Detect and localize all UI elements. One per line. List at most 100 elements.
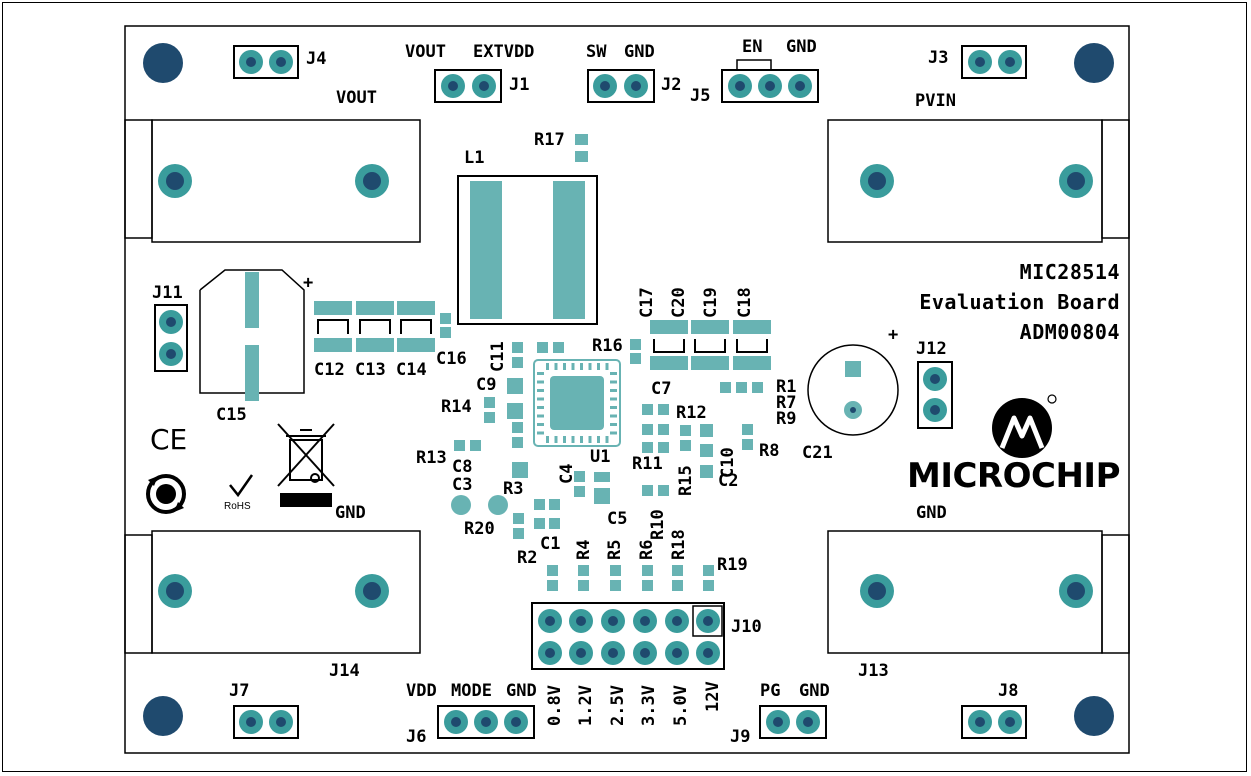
u1-pin bbox=[571, 363, 575, 370]
label-c12: C12 bbox=[314, 360, 345, 380]
u1-pin bbox=[580, 363, 583, 370]
label-c10: C10 bbox=[718, 447, 738, 478]
u1-pin bbox=[610, 389, 617, 392]
vout-select-3v3: 3.3V bbox=[639, 685, 659, 726]
capacitor-c15 bbox=[199, 269, 305, 401]
label-r3: R3 bbox=[503, 479, 523, 499]
label-j13: J13 bbox=[858, 661, 889, 681]
label-r11: R11 bbox=[632, 454, 663, 474]
label-j7: J7 bbox=[229, 681, 249, 701]
label-gnd-left: GND bbox=[335, 503, 366, 523]
u1-pin bbox=[605, 436, 609, 443]
u1-pin bbox=[537, 389, 544, 392]
vout-select-12v: 12V bbox=[703, 681, 723, 712]
label-c20: C20 bbox=[669, 287, 689, 318]
label-r2: R2 bbox=[517, 548, 537, 568]
u1-pin bbox=[610, 431, 617, 435]
label-vout-terminal: VOUT bbox=[336, 88, 377, 108]
label-c9: C9 bbox=[476, 375, 496, 395]
label-r20: R20 bbox=[464, 519, 495, 539]
u1-pin bbox=[597, 436, 600, 443]
header-j8 bbox=[961, 705, 1027, 739]
header-j10 bbox=[531, 602, 725, 670]
label-j3: J3 bbox=[928, 48, 948, 68]
label-r18: R18 bbox=[669, 529, 689, 560]
u1-pin bbox=[580, 436, 583, 443]
label-u1: U1 bbox=[590, 447, 610, 467]
terminal-vout bbox=[124, 119, 421, 243]
plus-c15: + bbox=[303, 273, 313, 293]
label-r16: R16 bbox=[592, 336, 623, 356]
microchip-wordmark: MICROCHIP bbox=[907, 456, 1120, 496]
u1-pin bbox=[588, 363, 592, 370]
label-c5: C5 bbox=[607, 509, 627, 529]
label-c2: C2 bbox=[718, 471, 738, 491]
label-c14: C14 bbox=[396, 360, 427, 380]
u1-pin bbox=[537, 406, 544, 409]
u1-pin bbox=[537, 414, 544, 418]
capacitor-bank-c18-c20 bbox=[650, 320, 771, 370]
u1-pin bbox=[610, 414, 617, 418]
test-point bbox=[488, 495, 508, 515]
label-pg: PG bbox=[760, 681, 780, 701]
label-pvin: PVIN bbox=[915, 91, 956, 111]
label-gnd-j9: GND bbox=[799, 681, 830, 701]
label-en: EN bbox=[742, 37, 762, 57]
label-extvdd: EXTVDD bbox=[473, 42, 534, 62]
u1-pin bbox=[605, 363, 609, 370]
ic-u1 bbox=[533, 359, 621, 447]
u1-pin bbox=[610, 423, 617, 426]
u1-pin bbox=[610, 380, 617, 384]
label-gnd-j5: GND bbox=[786, 37, 817, 57]
label-j6: J6 bbox=[406, 727, 426, 747]
inductor-l1 bbox=[457, 175, 598, 325]
label-r10: R10 bbox=[648, 509, 668, 540]
label-c16: C16 bbox=[436, 349, 467, 369]
label-vdd: VDD bbox=[406, 681, 437, 701]
china-rohs-icon bbox=[146, 474, 186, 514]
capacitor-bank-c12-c14 bbox=[314, 301, 435, 352]
u1-pin bbox=[610, 372, 617, 375]
vout-select-2v5: 2.5V bbox=[608, 685, 628, 726]
u1-pin bbox=[571, 436, 575, 443]
header-j12 bbox=[917, 361, 953, 429]
label-c11: C11 bbox=[488, 341, 508, 372]
label-j4: J4 bbox=[306, 49, 326, 69]
label-r15: R15 bbox=[676, 465, 696, 496]
label-j1: J1 bbox=[509, 75, 529, 95]
u1-pin bbox=[554, 436, 558, 443]
label-c1: C1 bbox=[540, 534, 560, 554]
label-j2: J2 bbox=[661, 75, 681, 95]
label-c13: C13 bbox=[355, 360, 386, 380]
label-r5: R5 bbox=[605, 540, 625, 560]
mounting-hole bbox=[143, 696, 183, 736]
label-l1: L1 bbox=[464, 148, 484, 168]
header-j1 bbox=[434, 69, 502, 103]
label-c3: C3 bbox=[452, 475, 472, 495]
label-gnd-right: GND bbox=[916, 503, 947, 523]
header-j5 bbox=[721, 59, 819, 103]
microchip-logo-icon bbox=[992, 394, 1057, 458]
label-j14: J14 bbox=[329, 661, 360, 681]
label-r19: R19 bbox=[717, 555, 748, 575]
u1-pin bbox=[537, 431, 544, 435]
label-c18: C18 bbox=[735, 287, 755, 318]
board-title-1: MIC28514 bbox=[1020, 260, 1120, 284]
label-c7: C7 bbox=[651, 379, 671, 399]
label-c21: C21 bbox=[802, 443, 833, 463]
label-sw: SW bbox=[586, 42, 607, 62]
board-title-2: Evaluation Board bbox=[919, 290, 1120, 314]
label-j12: J12 bbox=[916, 339, 947, 359]
u1-pin bbox=[537, 380, 544, 384]
mounting-hole bbox=[1074, 43, 1114, 83]
label-j11: J11 bbox=[152, 283, 183, 303]
u1-pin bbox=[537, 423, 544, 426]
label-gnd-j6: GND bbox=[506, 681, 537, 701]
label-j9: J9 bbox=[730, 727, 750, 747]
vout-select-1v2: 1.2V bbox=[576, 685, 596, 726]
header-j9 bbox=[759, 705, 827, 739]
board-title-3: ADM00804 bbox=[1020, 320, 1120, 344]
test-point bbox=[451, 495, 471, 515]
label-gnd-j2: GND bbox=[624, 42, 655, 62]
